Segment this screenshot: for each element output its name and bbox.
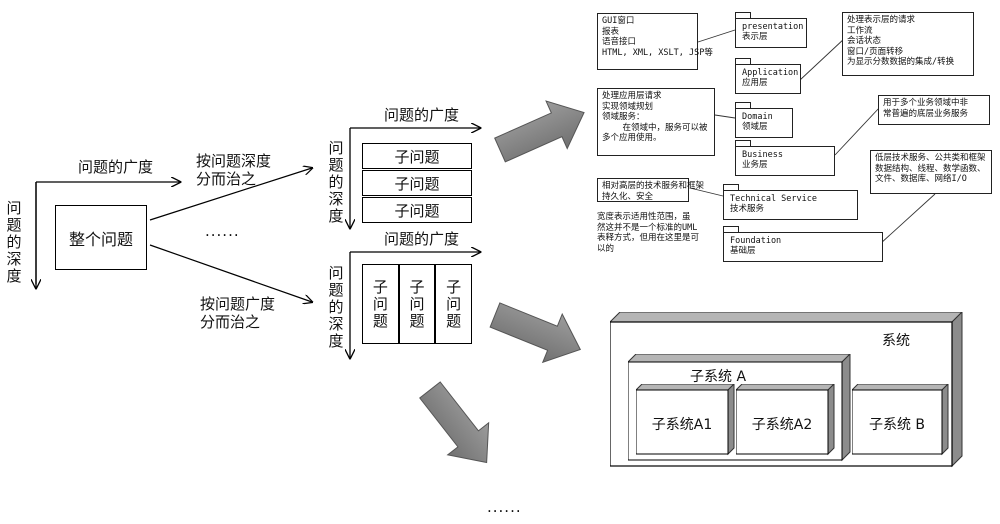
layer-technical-service: Technical Service 技术服务 <box>723 190 858 220</box>
split-by-breadth-label: 按问题广度 分而治之 <box>200 295 276 331</box>
subproblem-row: 子问题 <box>362 170 472 196</box>
package-tab <box>735 58 751 66</box>
subsystem-a1-label: 子系统A1 <box>651 417 713 433</box>
note-business: 用于多个业务领域中非 常普遍的底层业务服务 <box>878 95 990 125</box>
package-tab <box>735 102 751 110</box>
note-gui: GUI窗口 报表 语音接口 HTML, XML, XSLT, JSP等 <box>597 13 713 70</box>
subproblem-row: 子问题 <box>362 197 472 223</box>
left-breadth-label: 问题的广度 <box>78 158 154 176</box>
package-tab <box>735 140 751 148</box>
subsystem-a2-label: 子系统A2 <box>751 417 813 433</box>
breadth-diagram-breadth-label: 问题的广度 <box>384 230 460 248</box>
big-arrow-to-layers <box>494 100 585 163</box>
note-width-explanation: 宽度表示适用性范围，虽 然这并不是一个标准的UML 表释方式，但用在这里是可 以… <box>597 212 700 254</box>
layer-presentation: presentation 表示层 <box>735 18 807 48</box>
system-node: 系统 子系统 A 子系统A1 子系统A2 <box>610 312 963 468</box>
depth-diagram-depth-label: 问题的深度 <box>328 139 344 225</box>
subproblem-col: 子问题 <box>409 277 425 330</box>
bottom-ellipsis: ...... <box>487 498 522 516</box>
note-technical: 相对高层的技术服务和框架 持久化、安全 <box>597 178 704 202</box>
split-by-depth-label: 按问题深度 分而治之 <box>196 152 272 188</box>
subsystem-a2-shape <box>736 384 835 456</box>
layer-application: Application 应用层 <box>735 64 801 94</box>
package-tab <box>735 12 751 20</box>
note-foundation: 低层技术服务、公共类和框架 数据结构、线程、数学函数、 文件、数据库、网络I/O <box>870 150 992 194</box>
subproblem-col: 子问题 <box>446 277 462 330</box>
breadth-diagram-depth-label: 问题的深度 <box>328 264 344 350</box>
layer-foundation: Foundation 基础层 <box>723 232 883 262</box>
package-tab <box>723 184 739 192</box>
subsystem-a-node: 子系统 A 子系统A1 子系统A2 <box>628 354 851 462</box>
whole-problem-box: 整个问题 <box>55 205 147 270</box>
subsystem-a-title: 子系统 A <box>690 369 747 385</box>
subproblem-col: 子问题 <box>372 277 388 330</box>
note-domain: 处理应用层请求 实现领域规划 领域服务： 在领域中，服务可以被 多个应用使用。 <box>597 88 715 156</box>
subsystem-b-shape <box>852 384 949 456</box>
system-title: 系统 <box>882 333 910 349</box>
layer-domain: Domain 领域层 <box>735 108 793 138</box>
package-tab <box>723 226 739 234</box>
layer-business: Business 业务层 <box>735 146 835 176</box>
subsystem-a1-node: 子系统A1 <box>636 384 735 456</box>
note-application: 处理表示层的请求 工作流 会话状态 窗口/页面转移 为显示分数数据的集成/转换 <box>842 12 974 76</box>
depth-subproblem-stack: 子问题 子问题 子问题 <box>362 143 472 223</box>
big-arrow-to-system <box>489 302 582 364</box>
big-arrow-down <box>419 381 490 464</box>
middle-ellipsis: ...... <box>205 222 240 240</box>
left-depth-label: 问题的深度 <box>6 199 22 285</box>
subsystem-b-label: 子系统 B <box>868 417 926 433</box>
depth-diagram-breadth-label: 问题的广度 <box>384 106 460 124</box>
subsystem-b-node: 子系统 B <box>852 384 949 456</box>
breadth-subproblem-row: 子问题 子问题 子问题 <box>362 264 473 344</box>
subsystem-a2-node: 子系统A2 <box>736 384 835 456</box>
subproblem-row: 子问题 <box>362 143 472 169</box>
subsystem-a1-shape <box>636 384 735 456</box>
